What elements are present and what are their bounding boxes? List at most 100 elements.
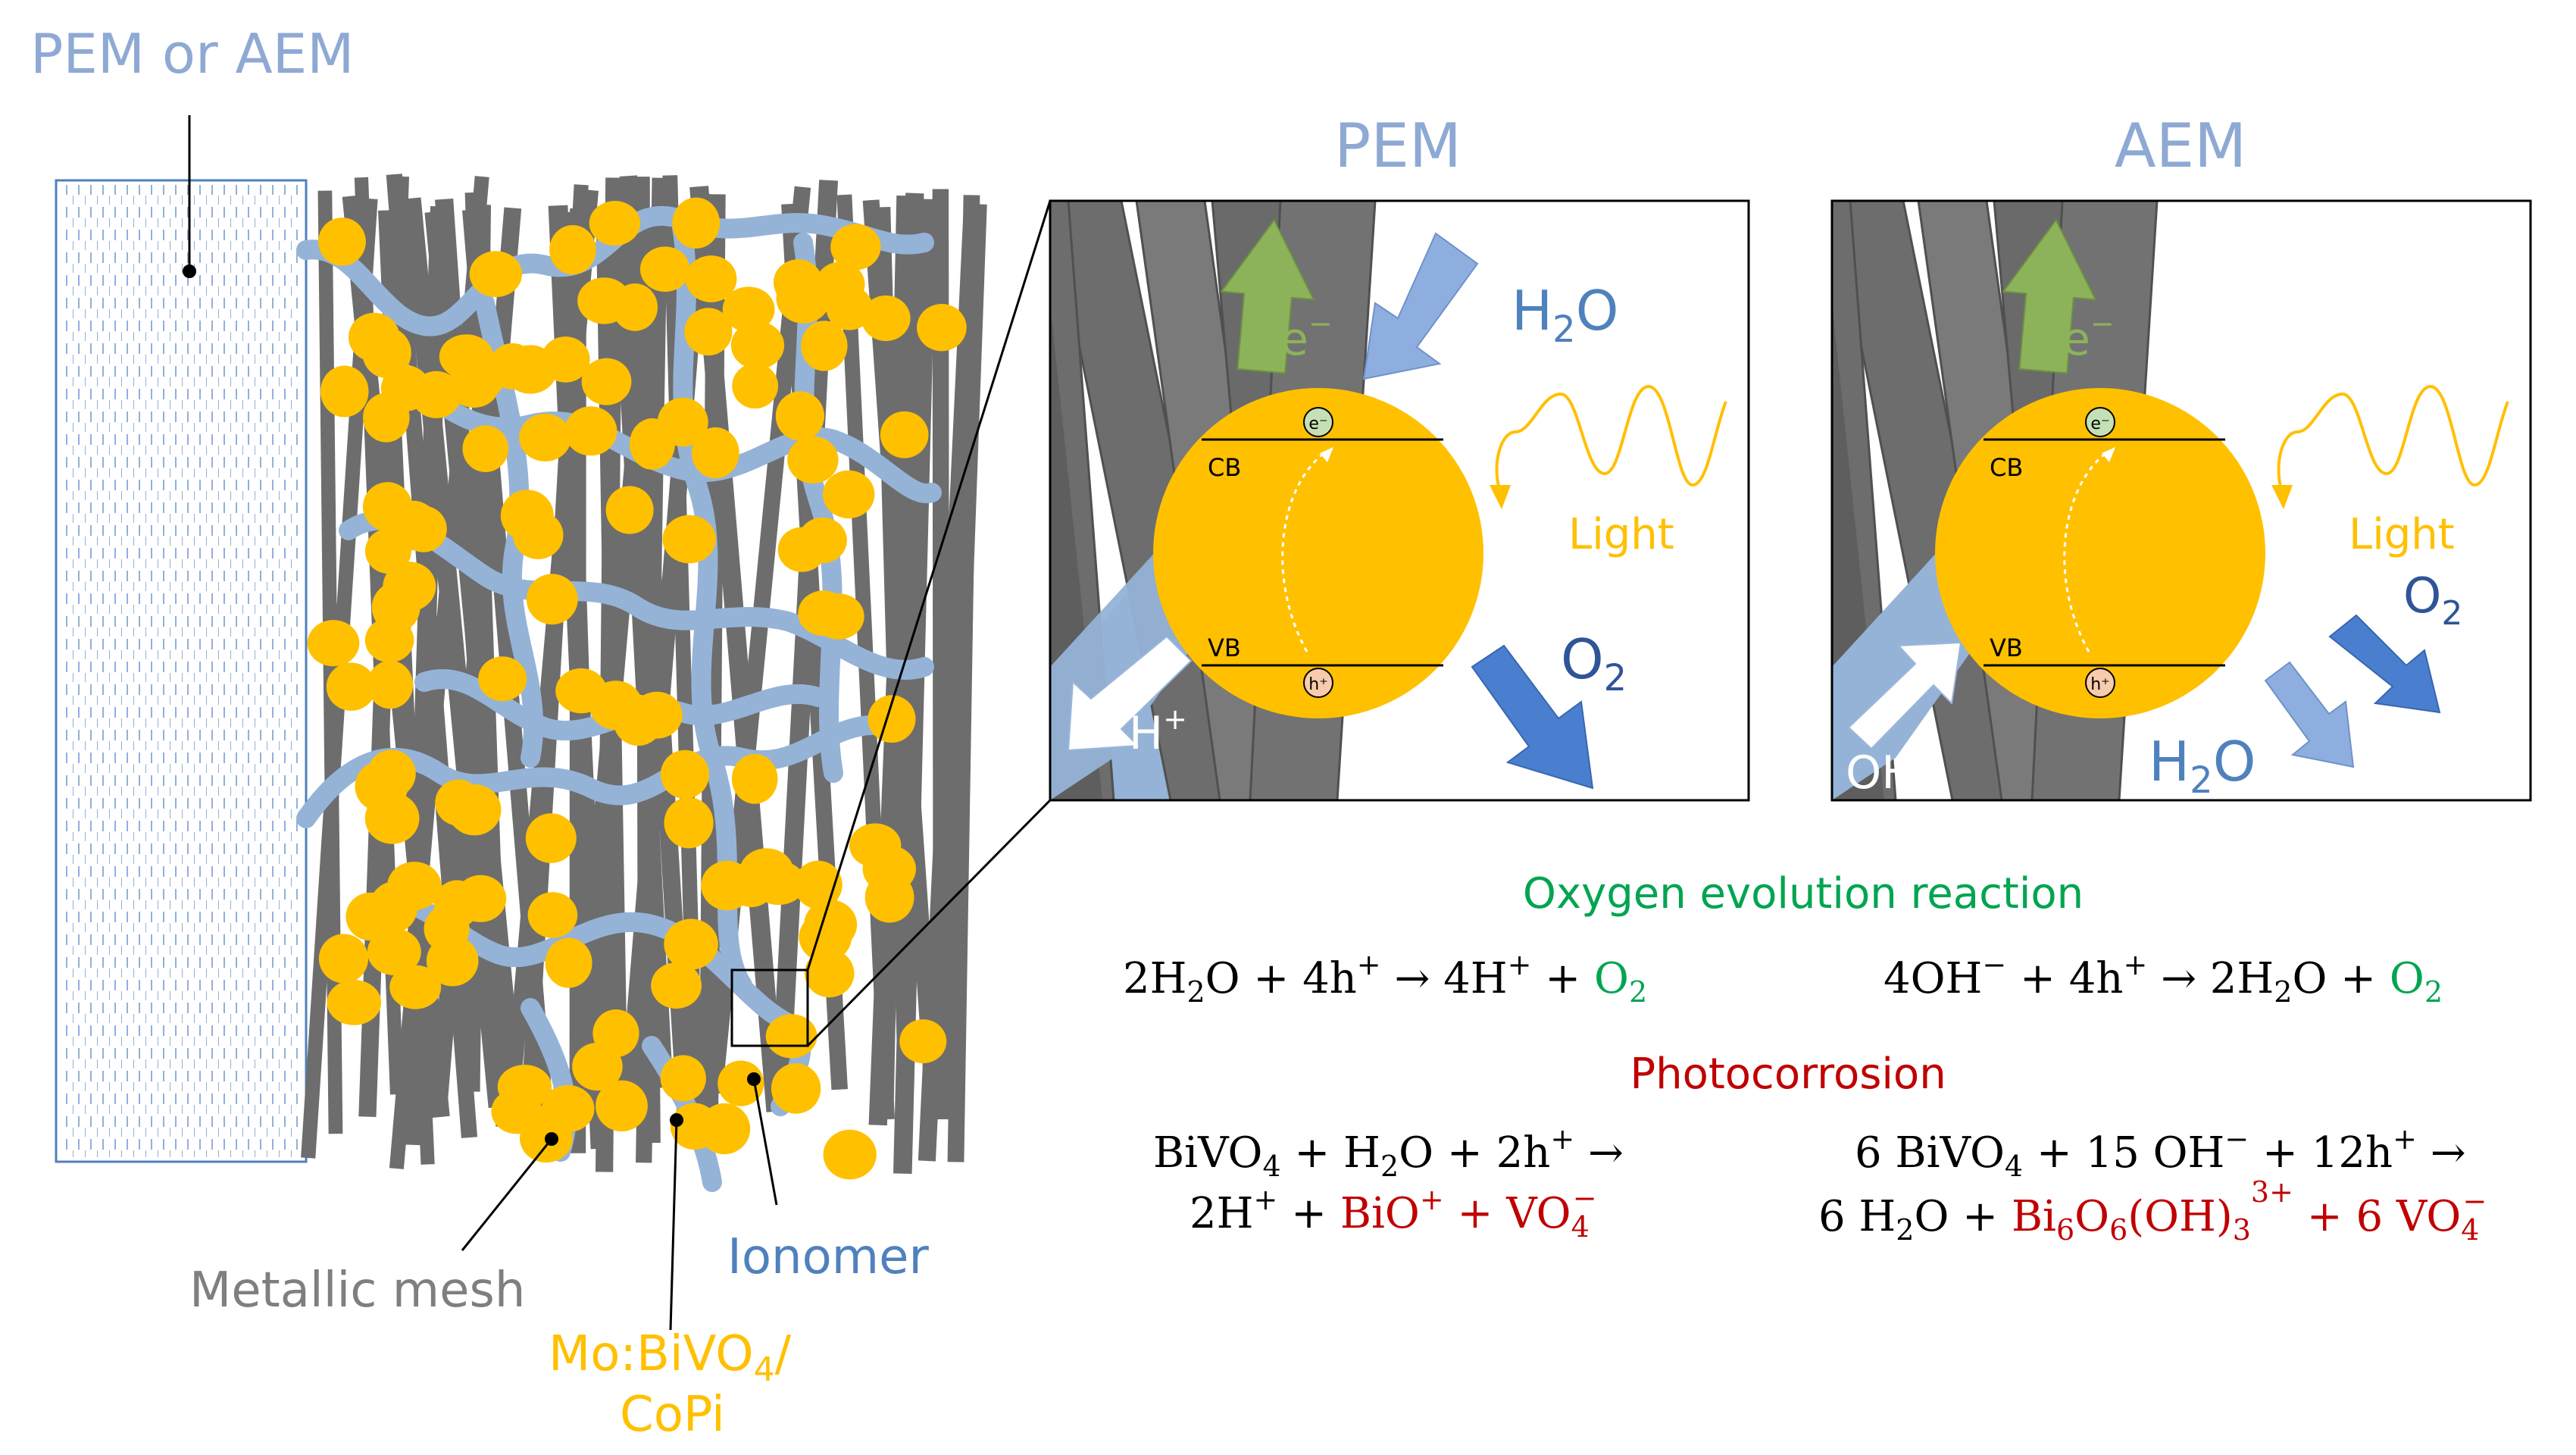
catalyst-particle: [672, 197, 721, 249]
catalyst-particle: [369, 881, 418, 933]
pem-excitation-arrowhead: [1320, 447, 1333, 462]
zoom-box: [730, 968, 809, 1047]
pem-bivo4-particle: [1153, 388, 1483, 718]
pem-light-arrowhead: [1490, 485, 1511, 509]
catalyst-particle: [864, 871, 914, 923]
catalyst-particle: [564, 406, 617, 456]
catalyst-particle: [868, 695, 916, 743]
pem-water-arrow: [1362, 232, 1479, 380]
catalyst-particle: [730, 321, 785, 370]
aem-hole-symbol: h⁺: [2090, 675, 2110, 694]
catalyst-particle: [799, 912, 852, 962]
catalyst-particle: [691, 427, 739, 479]
catalyst-particle: [307, 620, 360, 667]
catalyst-particle: [751, 861, 806, 906]
pem-electron-dot: [1303, 407, 1333, 437]
aem-bivo4-particle: [1935, 388, 2265, 718]
catalyst-particle: [823, 470, 875, 519]
catalyst-particle: [549, 225, 596, 275]
aem-panel-title: AEM: [2115, 111, 2246, 181]
catalyst-particle: [455, 875, 507, 922]
pem-hole-dot: [1303, 668, 1333, 698]
oer-title: Oxygen evolution reaction: [1523, 869, 2084, 918]
catalyst-particle: [765, 1014, 818, 1059]
pem-electron-label: e−: [1280, 307, 1333, 366]
aem-electron-arrow: [2002, 218, 2097, 374]
pem-oxygen-label: O2: [1561, 627, 1627, 699]
catalyst-particle: [318, 934, 369, 984]
catalyst-particle: [722, 286, 775, 333]
catalyst-particle: [545, 937, 592, 988]
catalyst-particle: [411, 371, 462, 418]
catalyst-particle: [326, 662, 377, 711]
catalyst-particle: [367, 928, 421, 975]
catalyst-particle: [815, 261, 865, 307]
catalyst-particles: [307, 197, 967, 1180]
catalyst-particle: [861, 295, 911, 342]
catalyst-particle: [664, 918, 718, 970]
catalyst-particle: [500, 490, 554, 542]
photo-pem-equation-line1: BiVO4 + H2O + 2h+ →: [1153, 1122, 1624, 1183]
catalyst-particle: [364, 618, 414, 663]
catalyst-particle: [804, 949, 855, 998]
catalyst-particle: [717, 1060, 764, 1106]
catalyst-particle: [435, 779, 482, 826]
mesh-fiber: [596, 177, 624, 1172]
catalyst-particle: [775, 391, 824, 441]
ionomer-strand: [793, 233, 843, 783]
aem-light-arrowhead: [2271, 485, 2293, 509]
catalyst-particle: [519, 413, 571, 462]
catalyst-particle: [581, 358, 632, 405]
pem-cb-label: CB: [1208, 453, 1241, 482]
aem-hydroxide-arrow: [1847, 641, 1962, 750]
oer-pem-equation: 2H2O + 4h+ → 4H+ + O2: [1123, 948, 1647, 1009]
mesh-pointer-dot: [545, 1132, 558, 1146]
catalyst-particle: [849, 823, 902, 868]
pem-vb-label: VB: [1208, 634, 1241, 662]
catalyst-particle: [527, 892, 578, 938]
membrane-layer: [55, 179, 308, 1163]
pem-light-label: Light: [1568, 510, 1674, 559]
photo-aem-equation-line2: 6 H2O + Bi6O6(OH)33+ + 6 VO4−: [1818, 1175, 2487, 1247]
pem-panel-border: [1049, 199, 1750, 802]
catalyst-particle: [699, 1103, 751, 1155]
aem-oxygen-arrow: [2328, 614, 2441, 714]
photocorrosion-title: Photocorrosion: [1630, 1050, 1946, 1099]
catalyst-particle: [589, 201, 641, 246]
catalyst-particle: [612, 283, 658, 331]
pem-excitation-arrow: [1281, 450, 1327, 652]
catalyst-particle: [541, 336, 590, 383]
pem-proton-label: H+: [1129, 702, 1187, 760]
aem-cb-label: CB: [1990, 453, 2023, 482]
aem-hydroxide-label: OH−: [1846, 742, 1940, 799]
catalyst-particle: [684, 308, 733, 356]
aem-hole-dot: [2085, 668, 2115, 698]
mesh-pointer: [461, 1138, 553, 1251]
catalyst-particle: [489, 343, 536, 390]
catalyst-particle: [777, 527, 827, 572]
catalyst-particle: [731, 753, 778, 804]
catalyst-particle: [830, 224, 881, 271]
catalyst-particle: [629, 418, 675, 470]
ionomer-strand: [296, 205, 934, 336]
catalyst-particle: [664, 797, 714, 849]
aem-vb-label: VB: [1990, 634, 2023, 662]
zoom-line-bottom: [806, 799, 1052, 1047]
aem-light-wave: [2277, 384, 2509, 493]
ionomer-pointer: [752, 1078, 778, 1206]
catalyst-pointer: [669, 1119, 678, 1331]
mesh-fiber: [940, 204, 987, 1092]
catalyst-pointer-dot: [670, 1113, 683, 1127]
zoom-line-top: [806, 200, 1052, 971]
catalyst-particle: [813, 593, 864, 640]
catalyst-particle: [880, 411, 929, 458]
oer-aem-equation: 4OH− + 4h+ → 2H2O + O2: [1884, 948, 2443, 1009]
ionomer-label: Ionomer: [727, 1229, 929, 1285]
catalyst-particle: [327, 980, 382, 1025]
aem-excitation-arrowhead: [2102, 447, 2115, 462]
catalyst-particle: [660, 749, 710, 799]
catalyst-particle: [596, 1080, 648, 1132]
membrane-title: PEM or AEM: [30, 22, 354, 86]
catalyst-particle: [478, 656, 527, 702]
aem-electron-dot: [2085, 407, 2115, 437]
